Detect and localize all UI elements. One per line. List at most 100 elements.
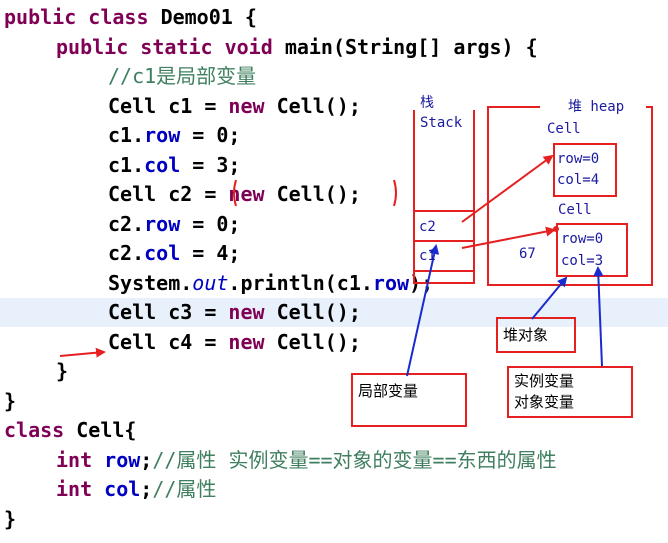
heap-object-1 bbox=[553, 143, 617, 197]
heap-object-1-col: col=4 bbox=[557, 172, 600, 188]
code-text: ; bbox=[140, 448, 153, 472]
code-line-11: Cell c3 = new Cell(); bbox=[108, 298, 361, 327]
class-decl: Demo01 { bbox=[160, 5, 257, 29]
heap-object-2-col: col=3 bbox=[561, 253, 604, 269]
field-row: row bbox=[144, 123, 181, 147]
kw-int: int bbox=[56, 448, 93, 472]
code-line-2: public static void main(String[] args) { bbox=[56, 33, 538, 62]
code-line-6: c1.col = 3; bbox=[108, 151, 240, 180]
kw-int: int bbox=[56, 477, 93, 501]
note-object-variable: 对象变量 bbox=[514, 393, 575, 411]
field-col: col bbox=[144, 241, 181, 265]
note-local-variable: 局部变量 bbox=[358, 382, 419, 400]
ref-dot bbox=[553, 226, 559, 232]
stack-slot-c2-label: c2 bbox=[419, 219, 436, 235]
code-line-13: } bbox=[56, 357, 68, 386]
current-line-highlight bbox=[0, 298, 668, 327]
code-text: = 3; bbox=[180, 153, 241, 177]
note-heap-object: 堆对象 bbox=[503, 326, 549, 344]
heap-object-2-title: Cell bbox=[558, 202, 592, 218]
code-text: Cell(); bbox=[264, 94, 361, 118]
field-row: row bbox=[144, 212, 181, 236]
code-text: c2. bbox=[108, 212, 145, 236]
code-comment: //c1是局部变量 bbox=[108, 64, 257, 88]
code-text: = 4; bbox=[180, 241, 241, 265]
code-line-17: int col;//属性 bbox=[56, 475, 216, 504]
code-line-10: System.out.println(c1.row); bbox=[108, 269, 433, 298]
kw-public: public bbox=[4, 5, 77, 29]
kw-public: public bbox=[56, 35, 129, 59]
bracket-right bbox=[393, 179, 397, 207]
kw-void: void bbox=[224, 35, 273, 59]
note-box-instance bbox=[507, 366, 633, 418]
code-comment: //属性 实例变量==对象的变量==东西的属性 bbox=[152, 448, 557, 472]
code-line-4: Cell c1 = new Cell(); bbox=[108, 92, 361, 121]
bracket-left bbox=[233, 179, 237, 207]
heap-object-2-row: row=0 bbox=[561, 231, 604, 247]
code-text: Cell(); bbox=[264, 300, 361, 324]
code-text: ; bbox=[140, 477, 153, 501]
kw-new: new bbox=[228, 94, 265, 118]
method-decl: main(String[] args) { bbox=[284, 35, 538, 59]
code-text: = 0; bbox=[180, 123, 241, 147]
code-line-1: public class Demo01 { bbox=[4, 3, 257, 32]
arrow-heap-object bbox=[531, 276, 568, 320]
field-row: row bbox=[372, 271, 410, 295]
code-line-18: } bbox=[4, 505, 16, 534]
code-text: System. bbox=[108, 271, 193, 295]
ref-arrow-c1 bbox=[461, 226, 556, 249]
kw-new: new bbox=[228, 300, 265, 324]
note-box-heap-object bbox=[496, 317, 576, 353]
code-text: c1. bbox=[108, 123, 145, 147]
kw-new: new bbox=[228, 330, 265, 354]
arrow-local-to-c1 bbox=[406, 244, 440, 377]
field-col: col bbox=[92, 477, 141, 501]
code-brace: } bbox=[56, 359, 69, 383]
kw-class: class bbox=[4, 418, 65, 442]
code-line-9: c2.col = 4; bbox=[108, 239, 240, 268]
code-text: .println(c1. bbox=[228, 271, 373, 295]
stack-label-en: Stack bbox=[420, 115, 463, 131]
ref-arrow-c2 bbox=[461, 154, 554, 223]
heap-object-1-title: Cell bbox=[547, 121, 581, 137]
code-text: Cell(); bbox=[264, 330, 361, 354]
code-text: Cell c2 = bbox=[108, 182, 229, 206]
stack-box bbox=[413, 110, 475, 284]
field-row: row bbox=[92, 448, 141, 472]
code-line-14: } bbox=[4, 387, 16, 416]
stack-slot-c1-label: c1 bbox=[419, 248, 436, 264]
static-out: out bbox=[192, 271, 229, 295]
stack-label-cn: 栈 bbox=[420, 95, 434, 111]
code-line-12: Cell c4 = new Cell(); bbox=[108, 328, 361, 357]
field-col: col bbox=[144, 153, 181, 177]
arrow-instance-var bbox=[593, 266, 604, 367]
code-brace: } bbox=[4, 507, 17, 531]
code-line-3: //c1是局部变量 bbox=[108, 62, 256, 91]
code-text: Cell(); bbox=[264, 182, 361, 206]
kw-static: static bbox=[140, 35, 213, 59]
code-brace: } bbox=[4, 389, 17, 413]
note-instance-variable: 实例变量 bbox=[514, 372, 575, 390]
code-text: c2. bbox=[108, 241, 145, 265]
code-line-8: c2.row = 0; bbox=[108, 210, 240, 239]
code-text: c1. bbox=[108, 153, 145, 177]
code-text: Cell c3 = bbox=[108, 300, 229, 324]
heap-object-1-row: row=0 bbox=[557, 151, 600, 167]
code-text: Cell c4 = bbox=[108, 330, 229, 354]
code-line-15: class Cell{ bbox=[4, 416, 136, 445]
stack-slot-c1 bbox=[413, 240, 475, 272]
code-line-16: int row;//属性 实例变量==对象的变量==东西的属性 bbox=[56, 446, 557, 475]
code-text: Cell c1 = bbox=[108, 94, 229, 118]
note-box-local bbox=[351, 373, 467, 427]
heap-box bbox=[487, 106, 653, 286]
line-pointer-arrow bbox=[59, 347, 106, 358]
class-decl: Cell{ bbox=[64, 418, 137, 442]
kw-class: class bbox=[88, 5, 149, 29]
code-line-5: c1.row = 0; bbox=[108, 121, 240, 150]
code-text: = 0; bbox=[180, 212, 241, 236]
heap-label: 堆 heap bbox=[568, 99, 625, 115]
heap-address: 67 bbox=[519, 246, 536, 262]
